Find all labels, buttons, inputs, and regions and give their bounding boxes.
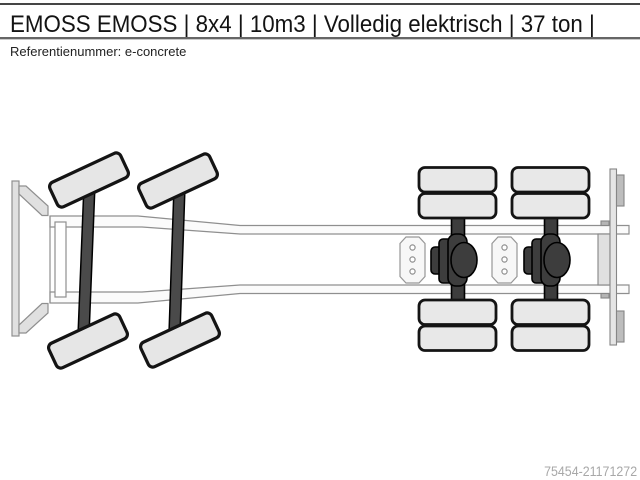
rear-end-plate [597,233,611,286]
rear-axle1-wheel-bottom-inner [417,298,498,326]
frame-rail-top [49,215,630,235]
bumper-gusset-bottom [18,302,49,334]
rear-bracket-bottom [615,310,625,343]
front-axle2-wheel-top [136,152,220,210]
front-wheels [46,151,222,370]
rear-end [597,168,625,346]
rear-wheels [417,166,591,352]
front-axle1-wheel-bottom [46,312,130,370]
rear-axle1-wheel-top-outer [417,166,498,194]
bumper-gusset-top [18,185,49,217]
rear-axle2-wheel-top-outer [510,166,591,194]
rear-axle1-wheel-bottom-outer [417,324,498,352]
bumper-plate [11,180,20,337]
differential-1 [430,233,478,287]
rear-axle2-wheel-bottom-outer [510,324,591,352]
bolt-holes [409,244,508,275]
top-border-rule [0,3,640,5]
differential-2 [523,233,571,287]
front-bumper [11,180,49,337]
rear-axle2-wheel-top-inner [510,192,591,220]
rear-axle1-wheel-top-inner [417,192,498,220]
title-separator-rule [0,37,640,40]
page-title: EMOSS EMOSS | 8x4 | 10m3 | Volledig elek… [10,11,639,38]
rear-bracket-top [615,174,625,207]
front-crossmember [54,221,67,298]
reference-number: Referentienummer: e-concrete [10,44,187,59]
rear-tab-bottom [600,292,610,299]
page-title-text: EMOSS EMOSS | 8x4 | 10m3 | Volledig elek… [10,11,595,38]
rear-tab-top [600,220,610,227]
rear-crossbar [609,168,618,346]
crossmember-plates [399,236,518,284]
front-axle2-wheel-bottom [138,311,222,369]
rear-axle2-wheel-bottom-inner [510,298,591,326]
listing-id: 75454-21171272 [536,464,637,479]
front-axle1-wheel-top [47,151,131,209]
listing-id-text: 75454-21171272 [543,464,637,479]
